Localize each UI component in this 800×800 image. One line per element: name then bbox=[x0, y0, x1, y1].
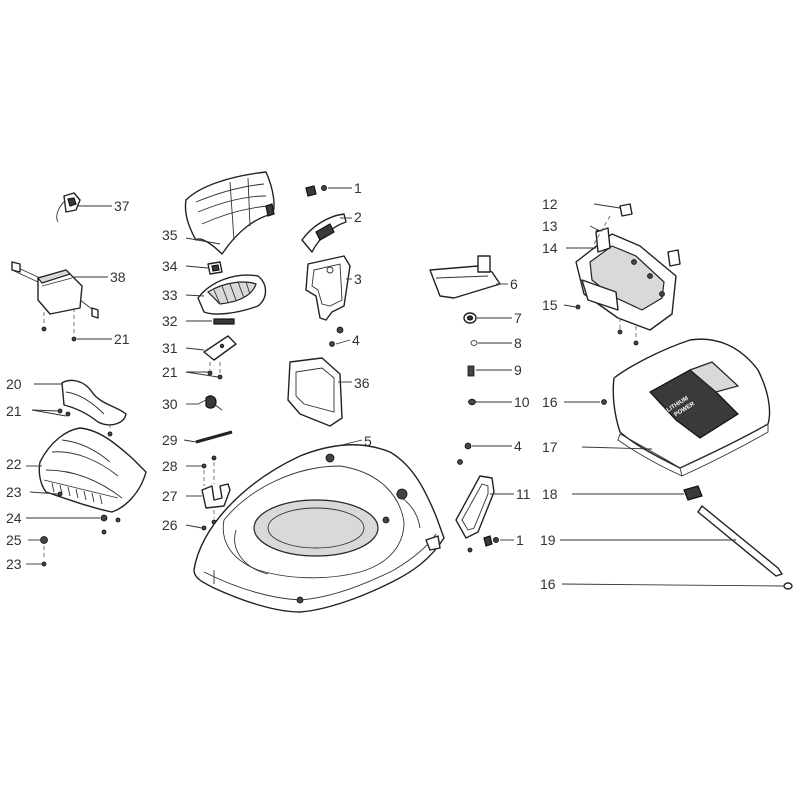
callout-18: 18 bbox=[542, 486, 558, 502]
callout-21-left-mid: 21 bbox=[6, 403, 22, 419]
callout-20: 20 bbox=[6, 376, 22, 392]
part-17-top-cover: LITHIUM POWER bbox=[581, 338, 771, 477]
part-18-spring bbox=[572, 485, 703, 501]
callout-31: 31 bbox=[162, 340, 178, 356]
callout-labels: 1 2 3 4 36 5 6 7 8 9 10 4 11 1 12 13 14 … bbox=[6, 180, 558, 592]
part-36-shield-plate bbox=[287, 357, 352, 427]
callout-16-lower: 16 bbox=[540, 576, 556, 592]
callout-14: 14 bbox=[542, 240, 558, 256]
part-6-chute-adapter bbox=[429, 255, 508, 299]
callout-6: 6 bbox=[510, 276, 518, 292]
part-16-screw-upper bbox=[564, 399, 607, 405]
part-32-pin bbox=[186, 318, 235, 325]
callout-7: 7 bbox=[514, 310, 522, 326]
part-10-nut bbox=[468, 398, 512, 406]
callout-8: 8 bbox=[514, 335, 522, 351]
callout-9: 9 bbox=[514, 362, 522, 378]
part-16-cap-lower bbox=[561, 582, 793, 590]
part-14-battery-housing bbox=[566, 215, 681, 346]
callout-4-lower: 4 bbox=[514, 438, 522, 454]
callout-4-upper: 4 bbox=[352, 332, 360, 348]
callout-3: 3 bbox=[354, 271, 362, 287]
callout-30: 30 bbox=[162, 396, 178, 412]
part-30-spring bbox=[186, 395, 223, 411]
part-5-mower-deck bbox=[193, 439, 445, 613]
callout-2: 2 bbox=[354, 209, 362, 225]
callout-11: 11 bbox=[516, 486, 531, 502]
part-21-screws-center bbox=[185, 362, 223, 380]
part-31-latch bbox=[185, 335, 237, 361]
part-11-side-plate bbox=[455, 475, 514, 553]
callout-21-center: 21 bbox=[162, 364, 178, 380]
part-2-bracket bbox=[301, 213, 352, 253]
callout-24: 24 bbox=[6, 510, 22, 526]
callout-13: 13 bbox=[542, 218, 558, 234]
part-4-nut-lower bbox=[457, 442, 512, 465]
callout-1-top: 1 bbox=[354, 180, 362, 196]
callout-5: 5 bbox=[364, 433, 372, 449]
part-1-screw-top bbox=[305, 184, 352, 197]
callout-38: 38 bbox=[110, 269, 126, 285]
callout-17: 17 bbox=[542, 439, 558, 455]
part-25-nut bbox=[28, 536, 48, 544]
callout-33: 33 bbox=[162, 287, 178, 303]
callout-1-lower: 1 bbox=[516, 532, 524, 548]
callout-16-upper: 16 bbox=[542, 394, 558, 410]
part-34-clip bbox=[185, 261, 223, 275]
part-35-chute-flap bbox=[184, 171, 275, 255]
callout-34: 34 bbox=[162, 258, 178, 274]
part-23-screw-lower bbox=[26, 546, 47, 567]
callout-27: 27 bbox=[162, 488, 178, 504]
callout-37: 37 bbox=[114, 198, 130, 214]
part-22-rear-guard bbox=[26, 427, 147, 535]
part-3-gasket-plate bbox=[305, 255, 352, 321]
callout-23-lower: 23 bbox=[6, 556, 22, 572]
part-15-screw bbox=[563, 304, 581, 310]
part-8-washer bbox=[470, 340, 512, 346]
callout-19: 19 bbox=[540, 532, 556, 548]
callout-26: 26 bbox=[162, 517, 178, 533]
callout-10: 10 bbox=[514, 394, 530, 410]
part-19-rod bbox=[560, 505, 783, 577]
part-27-bracket bbox=[186, 483, 231, 509]
part-12-knob bbox=[593, 203, 633, 217]
callout-35: 35 bbox=[162, 227, 178, 243]
callout-21-left-top: 21 bbox=[114, 331, 130, 347]
callout-23-upper: 23 bbox=[6, 484, 22, 500]
callout-22: 22 bbox=[6, 456, 22, 472]
callout-29: 29 bbox=[162, 432, 178, 448]
callout-28: 28 bbox=[162, 458, 178, 474]
part-33-motor-cover bbox=[185, 274, 267, 315]
part-28-screws bbox=[186, 455, 217, 486]
callout-12: 12 bbox=[542, 196, 558, 212]
callout-25: 25 bbox=[6, 532, 22, 548]
callout-15: 15 bbox=[542, 297, 558, 313]
part-9-bolt bbox=[467, 365, 512, 377]
part-29-rod bbox=[183, 430, 233, 444]
cover-vents bbox=[213, 281, 251, 305]
callout-36: 36 bbox=[354, 375, 370, 391]
part-4-nut-upper bbox=[329, 326, 351, 347]
part-7-knob bbox=[463, 312, 512, 324]
callout-32: 32 bbox=[162, 313, 178, 329]
part-1-screw-lower bbox=[483, 535, 514, 547]
part-20-cable-guide bbox=[31, 379, 127, 437]
part-37-cable-clip bbox=[56, 192, 112, 223]
part-38-key-housing bbox=[11, 261, 112, 342]
